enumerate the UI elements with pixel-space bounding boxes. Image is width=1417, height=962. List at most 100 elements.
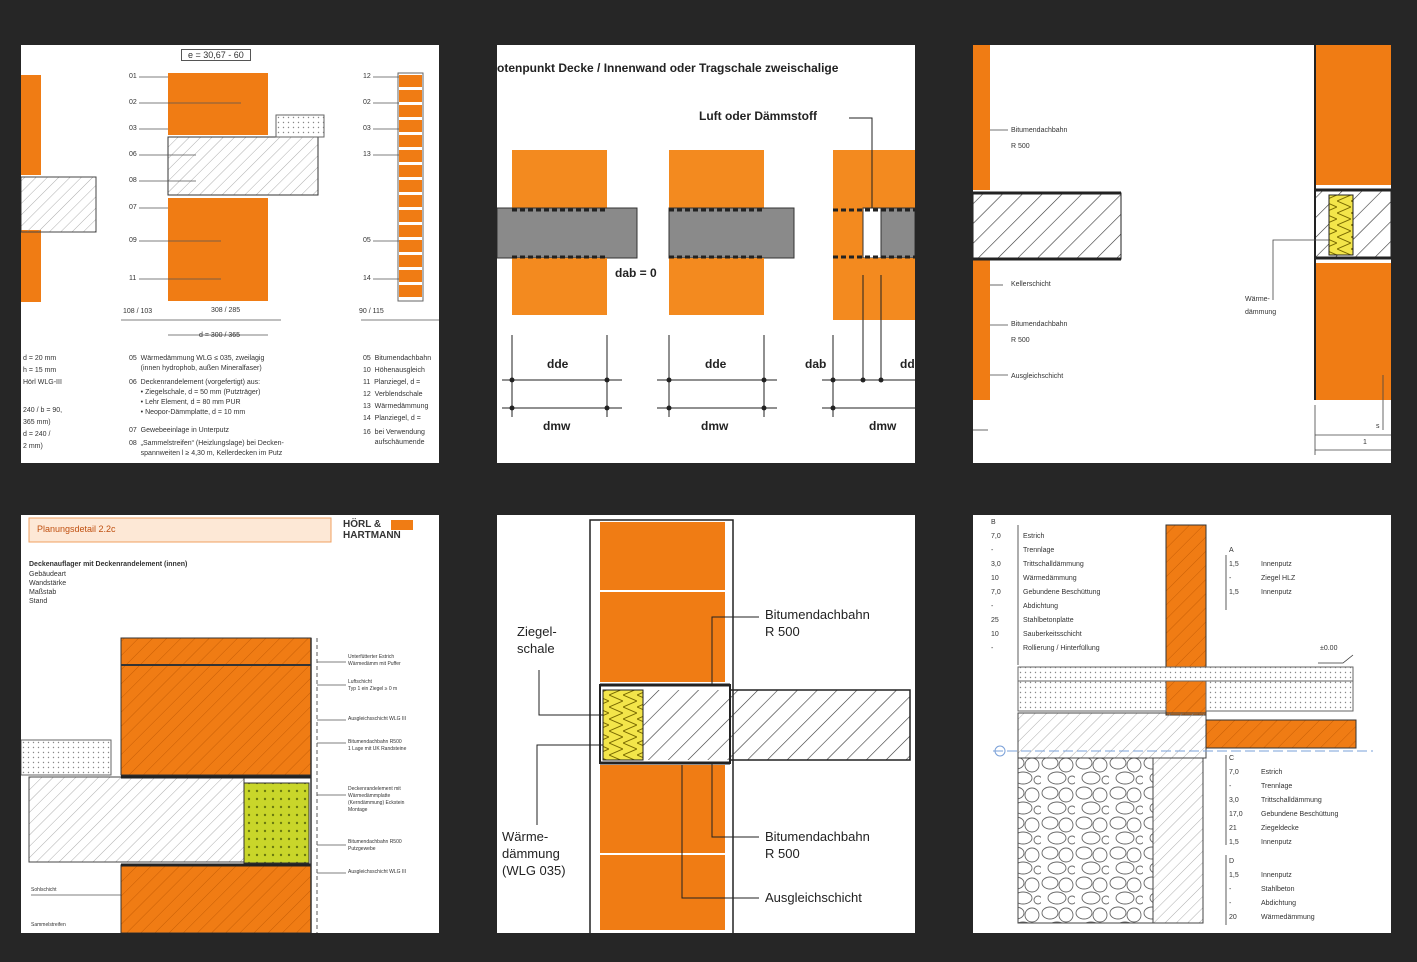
wall-ceiling-support-drawing <box>536 519 911 933</box>
meta-field: Wandstärke <box>29 580 67 587</box>
sheet-title: Planungsdetail 2.2c <box>37 524 116 534</box>
legend-note: 05 Wärmedämmung WLG ≤ 035, zweilagig <box>129 355 265 362</box>
note-left: d = 20 mm <box>23 355 57 362</box>
spec-note: Sohlschicht <box>31 887 57 893</box>
item-number: 12 <box>363 73 371 80</box>
sheet-subtitle: Deckenauflager mit Deckenrandelement (in… <box>29 561 188 568</box>
detail-tile-1[interactable]: e = 30,67 - 60 01 02 03 06 08 07 09 11 1… <box>21 45 439 463</box>
dim-dd: dd <box>900 357 915 371</box>
item-number: 14 <box>363 275 371 282</box>
item-number: 02 <box>363 99 371 106</box>
legend-note: aufschäumende <box>363 439 425 446</box>
meta-field: Gebäudeart <box>29 571 66 578</box>
dim-dmw: dmw <box>543 419 571 433</box>
item-number: 09 <box>129 237 137 244</box>
spec-note: Bitumendachbahn R500 <box>348 839 402 845</box>
spec-note: (Kerndämmung) Eckstein <box>348 800 405 806</box>
dimension-label: 108 / 103 <box>123 308 153 315</box>
dim-label: s <box>1376 423 1380 430</box>
callout-label: Bitumendachbahn <box>765 829 870 844</box>
layer-label: R 500 <box>1011 143 1030 150</box>
item-number: 11 <box>129 275 137 282</box>
meta-field: Stand <box>29 598 48 605</box>
legend-note: 10 Höhenausgleich <box>363 367 425 374</box>
layer-label: Kellerschicht <box>1011 281 1051 288</box>
level-marker: ±0.00 <box>1320 645 1338 652</box>
dim-dab: dab <box>805 357 827 371</box>
spec-note: Deckenrandelement mit <box>348 786 401 792</box>
item-number: 02 <box>129 99 137 106</box>
drawing-title: otenpunkt Decke / Innenwand oder Tragsch… <box>497 61 839 75</box>
legend-note: 11 Planziegel, d = <box>363 379 421 386</box>
item-number: 01 <box>129 73 137 80</box>
spec-note: Ausgleichsschicht WLG III <box>348 869 407 875</box>
item-number: 06 <box>129 151 137 158</box>
dim-dde: dde <box>705 357 727 371</box>
note-left: h = 15 mm <box>23 367 57 374</box>
dimension-label: 308 / 285 <box>211 307 241 314</box>
brand-logo: HÖRL & <box>343 519 382 530</box>
dimension-header: e = 30,67 - 60 <box>181 49 251 62</box>
callout-label: R 500 <box>765 624 800 639</box>
spec-note: Sammelstreifen <box>31 922 66 928</box>
legend-note: 13 Wärmedämmung <box>363 403 429 410</box>
note-left: 365 mm) <box>23 419 51 426</box>
spec-note: Putzgewebe <box>348 846 376 852</box>
dimension-label: d = 300 / 365 <box>199 332 241 339</box>
detail-tile-2[interactable]: otenpunkt Decke / Innenwand oder Tragsch… <box>497 45 915 463</box>
legend-note: spannweiten l ≥ 4,30 m, Kellerdecken im … <box>129 450 283 457</box>
dim-dde: dde <box>547 357 569 371</box>
legend-note: 12 Verblendschale <box>363 391 423 398</box>
legend-note: 16 bei Verwendung <box>363 429 425 436</box>
note-left: d = 240 / <box>23 431 51 438</box>
callout-label: Ausgleichschicht <box>765 890 862 905</box>
ceiling-wall-junction-drawing <box>497 117 915 417</box>
legend-note: • Ziegelschale, d = 50 mm (Putzträger) <box>129 389 261 396</box>
spec-note: Wärmedämmplatte <box>348 793 391 799</box>
spec-note: Ausgleichsschicht WLG III <box>348 716 407 722</box>
layer-label: Ausgleichschicht <box>1011 373 1064 380</box>
item-number: 07 <box>129 204 137 211</box>
callout-label: schale <box>517 641 555 656</box>
legend-note: (innen hydrophob, außen Mineralfaser) <box>129 365 262 372</box>
brick-courses <box>399 75 422 297</box>
callout-label: Luft oder Dämmstoff <box>699 109 817 123</box>
foundation-detail-drawing <box>993 524 1373 925</box>
layer-label: Bitumendachbahn <box>1011 127 1068 134</box>
note-left: Hörl WLG-III <box>23 379 62 386</box>
spec-note: Typ 1 ein Ziegel ≥ 0 m <box>348 686 398 692</box>
detail-tile-5[interactable]: Ziegel- schale Wärme- dämmung (WLG 035) … <box>497 515 915 933</box>
spec-note: 1 Lage mit UK Randsteine <box>348 746 407 752</box>
note-left: 240 / b = 90, <box>23 407 63 414</box>
callout-label: Bitumendachbahn <box>765 607 870 622</box>
item-number: 03 <box>129 125 137 132</box>
item-number: 03 <box>363 125 371 132</box>
legend-note: 07 Gewebeeinlage in Unterputz <box>129 427 230 434</box>
dimension-label: 90 / 115 <box>359 308 384 315</box>
legend-note: 08 „Sammelstreifen“ (Heizlungslage) bei … <box>129 440 284 447</box>
note-left: 2 mm) <box>23 443 43 450</box>
dim-label: 1 <box>1363 439 1367 446</box>
legend-note: • Neopor-Dämmplatte, d = 10 mm <box>129 409 246 416</box>
layer-label: dämmung <box>1245 309 1277 316</box>
spec-note: Bitumendachbahn R500 <box>348 739 402 745</box>
item-number: 13 <box>363 151 371 158</box>
layer-label: Wärme- <box>1245 296 1270 303</box>
planning-detail-drawing <box>21 517 413 933</box>
legend-note: 06 Deckenrandelement (vorgefertigt) aus: <box>129 379 261 386</box>
callout-label: R 500 <box>765 846 800 861</box>
detail-tile-3[interactable]: Bitumendachbahn R 500 Kellerschicht Bitu… <box>973 45 1391 463</box>
callout-label: dämmung <box>502 846 560 861</box>
callout-label: Ziegel- <box>517 624 557 639</box>
detail-tile-4[interactable]: Planungsdetail 2.2c HÖRL & HARTMANN Deck… <box>21 515 439 933</box>
layer-label: R 500 <box>1011 337 1030 344</box>
meta-field: Maßstab <box>29 589 57 596</box>
item-number: 05 <box>363 237 371 244</box>
dim-dmw: dmw <box>869 419 897 433</box>
spec-note: Unterfütterter Estrich <box>348 654 395 660</box>
spec-note: Luftschicht <box>348 679 372 685</box>
legend-note: 05 Bitumendachbahn <box>363 355 432 362</box>
brand-logo: HARTMANN <box>343 530 401 541</box>
layer-label: Bitumendachbahn <box>1011 321 1068 328</box>
